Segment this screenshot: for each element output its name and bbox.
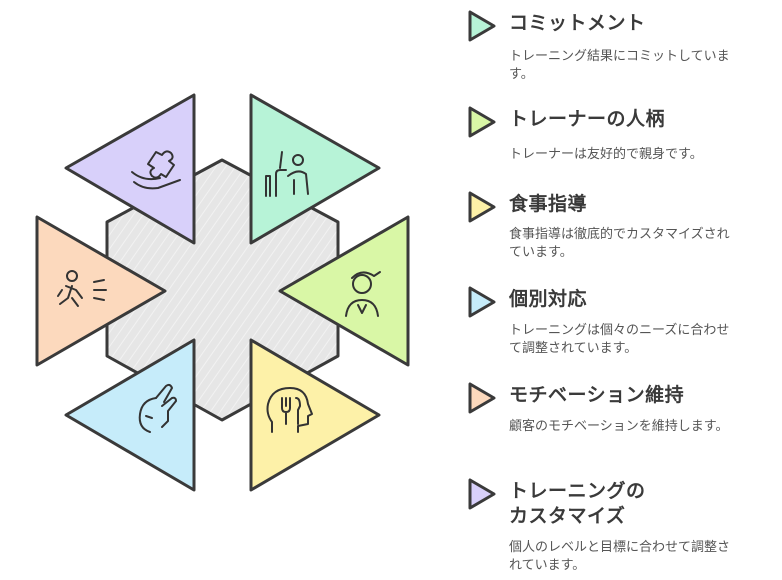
personal-icon — [138, 383, 177, 433]
item-description: トレーニング結果にコミットしています。 — [509, 49, 730, 82]
item-description: 個人のレベルと目標に合わせて調整されています。 — [509, 540, 731, 573]
item-description: 食事指導は徹底的でカスタマイズされています。 — [509, 227, 730, 260]
triangle-marker-icon — [468, 478, 496, 510]
triangle-marker-icon — [468, 286, 496, 318]
puzzle-hand-icon — [131, 150, 181, 190]
triangle-marker-icon — [468, 191, 496, 223]
item-description: トレーニングは個々のニーズに合わせて調整されています。 — [509, 323, 730, 356]
segment-commitment-triangle — [249, 93, 381, 245]
stand-up-icon — [265, 151, 309, 197]
segment-trainer-personality-triangle — [278, 215, 410, 367]
item-title: 個別対応 — [509, 288, 588, 310]
item-title: トレーニングの カスタマイズ — [509, 480, 646, 527]
segment-nutrition[interactable] — [249, 338, 381, 492]
triangle-marker-icon — [468, 382, 496, 414]
segment-nutrition-triangle — [249, 338, 381, 492]
segment-trainer-personality[interactable] — [278, 215, 410, 367]
item-title: モチベーション維持 — [509, 384, 685, 406]
item-description: 顧客のモチベーションを維持します。 — [509, 419, 729, 434]
trainer-icon — [345, 271, 381, 317]
nutrition-icon — [266, 387, 313, 433]
segment-individual-support-triangle — [64, 338, 196, 492]
hexagon-diagram — [35, 93, 410, 492]
triangle-marker-icon — [468, 10, 496, 42]
segment-customization-triangle — [64, 93, 196, 245]
triangle-marker-icon — [468, 106, 496, 138]
item-description: トレーナーは友好的で親身です。 — [509, 147, 703, 162]
running-icon — [57, 270, 107, 307]
segment-motivation[interactable] — [35, 215, 167, 367]
item-title: コミットメント — [509, 12, 646, 34]
item-title: トレーナーの人柄 — [509, 108, 666, 130]
segment-commitment[interactable] — [249, 93, 381, 245]
segment-individual-support[interactable] — [64, 338, 196, 492]
segment-customization[interactable] — [64, 93, 196, 245]
item-title: 食事指導 — [509, 193, 588, 215]
